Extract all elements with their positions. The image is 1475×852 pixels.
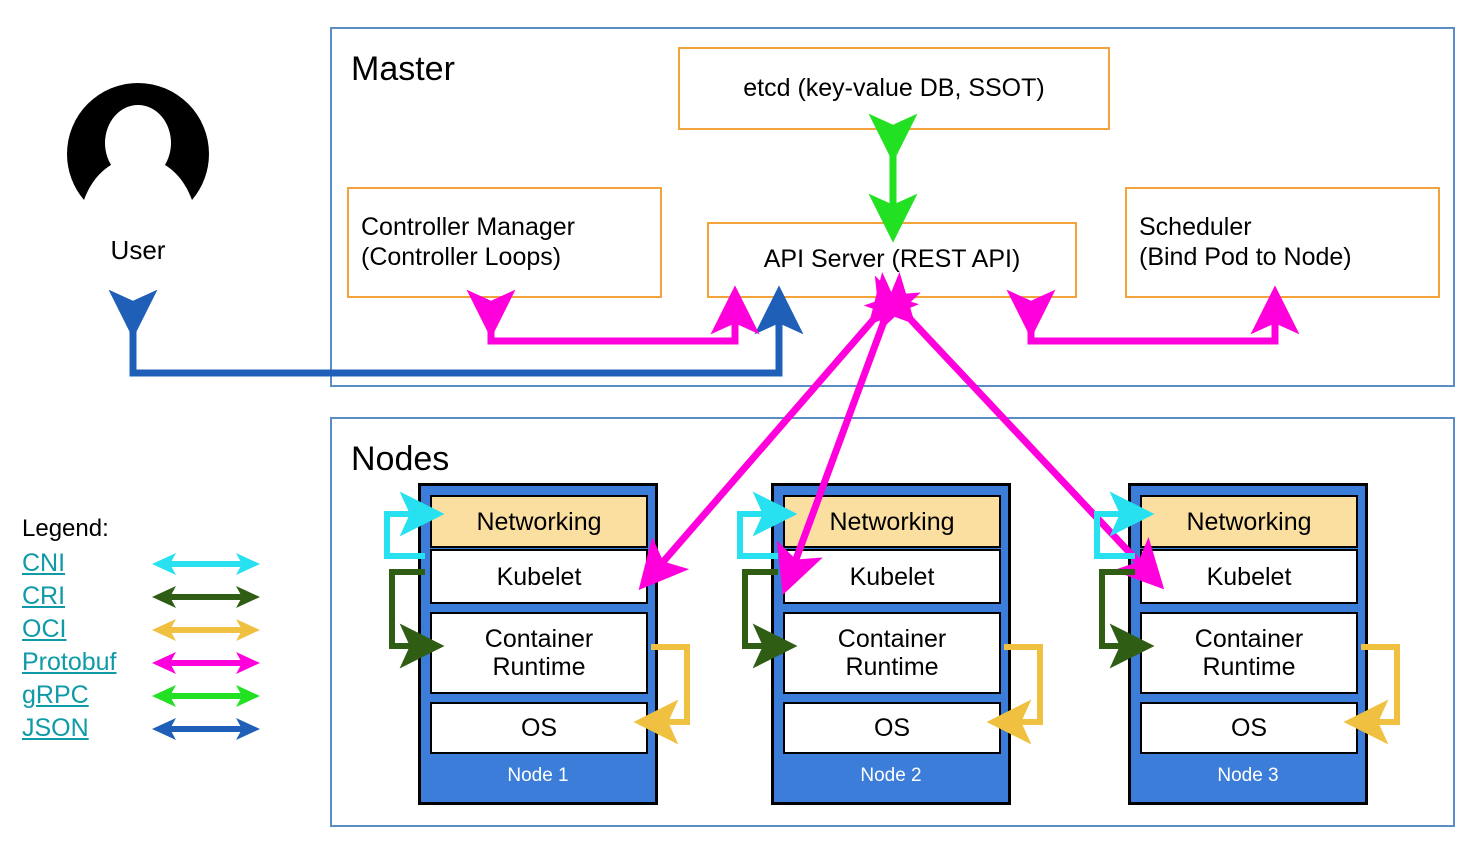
node-1-os-layer[interactable]: OS <box>430 702 648 754</box>
node-2-os-label: OS <box>873 714 911 742</box>
node-2-kubelet-label: Kubelet <box>849 562 935 591</box>
user-actor: User <box>62 78 214 266</box>
controller-manager-box[interactable]: Controller Manager (Controller Loops) <box>347 187 662 298</box>
legend-rows: CNI CRI OCI Protobuf gRPC JSON <box>22 547 262 745</box>
legend-row-oci: OCI <box>22 613 262 646</box>
node-3-name: Node 3 <box>1217 765 1279 786</box>
node-1[interactable]: Networking Kubelet Container Runtime OS … <box>418 483 658 805</box>
nodes-group-title: Nodes <box>351 440 450 478</box>
double-arrow-icon <box>152 552 260 575</box>
node-2-networking-layer[interactable]: Networking <box>783 495 1001 548</box>
node-3-os-layer[interactable]: OS <box>1140 702 1358 754</box>
node-1-os-label: OS <box>520 714 558 742</box>
legend-label-json[interactable]: JSON <box>22 714 89 742</box>
node-2[interactable]: Networking Kubelet Container Runtime OS … <box>771 483 1011 805</box>
node-1-container-runtime-label: Container Runtime <box>484 625 594 681</box>
node-1-networking-layer[interactable]: Networking <box>430 495 648 548</box>
double-arrow-icon <box>152 717 260 740</box>
scheduler-box[interactable]: Scheduler (Bind Pod to Node) <box>1125 187 1440 298</box>
node-2-kubelet-layer[interactable]: Kubelet <box>783 549 1001 604</box>
node-2-name: Node 2 <box>860 765 922 786</box>
user-label: User <box>110 235 166 265</box>
node-3-networking-label: Networking <box>1186 507 1312 536</box>
controller-manager-label: Controller Manager (Controller Loops) <box>361 213 575 271</box>
legend-row-json: JSON <box>22 712 262 745</box>
legend-row-protobuf: Protobuf <box>22 646 262 679</box>
double-arrow-icon <box>152 585 260 608</box>
etcd-label: etcd (key-value DB, SSOT) <box>743 73 1045 102</box>
double-arrow-icon <box>152 618 260 641</box>
user-avatar-icon <box>67 83 209 200</box>
node-1-kubelet-label: Kubelet <box>496 562 582 591</box>
master-group-title: Master <box>351 50 455 88</box>
node-2-container-runtime-label: Container Runtime <box>837 625 947 681</box>
double-arrow-icon <box>152 684 260 707</box>
node-2-networking-label: Networking <box>829 507 955 536</box>
legend-row-cri: CRI <box>22 580 262 613</box>
legend-row-cni: CNI <box>22 547 262 580</box>
legend-label-protobuf[interactable]: Protobuf <box>22 648 117 676</box>
node-3-kubelet-label: Kubelet <box>1206 562 1292 591</box>
legend-label-grpc[interactable]: gRPC <box>22 681 89 709</box>
legend: Legend: CNI CRI OCI Protobuf gRPC JSON <box>22 517 262 745</box>
node-3-container-runtime-layer[interactable]: Container Runtime <box>1140 612 1358 694</box>
node-1-kubelet-layer[interactable]: Kubelet <box>430 549 648 604</box>
etcd-box[interactable]: etcd (key-value DB, SSOT) <box>678 47 1110 130</box>
node-1-networking-label: Networking <box>476 507 602 536</box>
node-1-container-runtime-layer[interactable]: Container Runtime <box>430 612 648 694</box>
node-3-kubelet-layer[interactable]: Kubelet <box>1140 549 1358 604</box>
api-server-label: API Server (REST API) <box>763 245 1021 274</box>
double-arrow-icon <box>152 651 260 674</box>
api-server-box[interactable]: API Server (REST API) <box>707 222 1077 298</box>
node-3-os-label: OS <box>1230 714 1268 742</box>
node-2-container-runtime-layer[interactable]: Container Runtime <box>783 612 1001 694</box>
legend-title: Legend: <box>22 515 109 542</box>
scheduler-label: Scheduler (Bind Pod to Node) <box>1139 213 1352 271</box>
node-3[interactable]: Networking Kubelet Container Runtime OS … <box>1128 483 1368 805</box>
node-2-os-layer[interactable]: OS <box>783 702 1001 754</box>
node-1-name: Node 1 <box>507 765 569 786</box>
legend-label-cri[interactable]: CRI <box>22 582 66 610</box>
legend-label-cni[interactable]: CNI <box>22 549 66 577</box>
legend-row-grpc: gRPC <box>22 679 262 712</box>
node-3-networking-layer[interactable]: Networking <box>1140 495 1358 548</box>
node-3-container-runtime-label: Container Runtime <box>1194 625 1304 681</box>
legend-label-oci[interactable]: OCI <box>22 615 67 643</box>
